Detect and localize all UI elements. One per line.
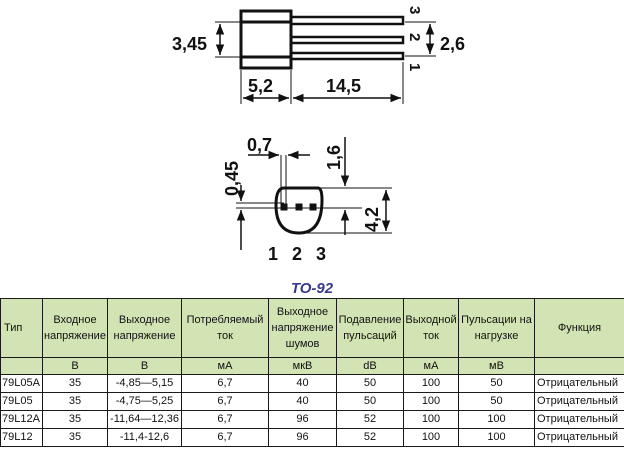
cell-ripple-rejection: 50 — [336, 374, 404, 393]
cell-quiescent-current: 6,7 — [181, 374, 269, 393]
cell-ripple-rejection: 52 — [336, 428, 404, 447]
header-output-current: Выходной ток — [403, 298, 459, 358]
units-row: В В мА мкВ dB мА мВ — [0, 357, 624, 375]
header-output-voltage: Выходное напряжение — [107, 298, 182, 358]
cell-type: 79L05A — [0, 374, 43, 393]
cell-output-noise: 40 — [268, 374, 337, 393]
table-row: 79L12 35 -11,4-12,6 6,7 96 52 100 100 От… — [0, 428, 624, 447]
bottom-pin-2: 2 — [292, 244, 302, 264]
header-function: Функция — [534, 298, 624, 358]
cell-load-ripple: 100 — [458, 410, 535, 429]
cell-output-current: 100 — [403, 428, 459, 447]
cell-load-ripple: 50 — [458, 392, 535, 411]
package-drawing: 3,45 2,6 5,2 14,5 3 2 1 — [172, 6, 465, 264]
cell-output-current: 100 — [403, 374, 459, 393]
cell-quiescent-current: 6,7 — [181, 392, 269, 411]
bottom-pin-3: 3 — [316, 244, 326, 264]
cell-output-voltage: -11,4-12,6 — [107, 428, 182, 447]
cell-function: Отрицательный — [534, 374, 624, 393]
side-pin-2: 2 — [406, 33, 423, 41]
dim-body-length: 5,2 — [248, 76, 273, 96]
header-ripple-rejection: Подавление пульсаций — [336, 298, 404, 358]
side-pin-3: 3 — [406, 6, 423, 14]
unit-quiescent-current: мА — [181, 357, 269, 375]
cell-output-noise: 96 — [268, 428, 337, 447]
bottom-view-pin-numbers: 1 2 3 — [268, 244, 326, 264]
cell-output-voltage: -11,64—12,36 — [107, 410, 182, 429]
cell-output-noise: 40 — [268, 392, 337, 411]
bottom-view — [236, 137, 392, 250]
cell-type: 79L12 — [0, 428, 43, 447]
cell-function: Отрицательный — [534, 410, 624, 429]
table-row: 79L05A 35 -4,85—5,15 6,7 40 50 100 50 От… — [0, 374, 624, 393]
cell-function: Отрицательный — [534, 392, 624, 411]
unit-load-ripple: мВ — [458, 357, 535, 375]
cell-ripple-rejection: 50 — [336, 392, 404, 411]
cell-output-voltage: -4,75—5,25 — [107, 392, 182, 411]
header-output-noise: Выходное напряжение шумов — [268, 298, 337, 358]
side-view-pin-numbers: 3 2 1 — [406, 6, 423, 71]
cell-type: 79L12A — [0, 410, 43, 429]
cell-input-voltage: 35 — [42, 392, 108, 411]
header-input-voltage: Входное напряжение — [42, 298, 108, 358]
cell-ripple-rejection: 52 — [336, 410, 404, 429]
unit-output-voltage: В — [107, 357, 182, 375]
unit-input-voltage: В — [42, 357, 108, 375]
side-pin-1: 1 — [406, 63, 423, 71]
dim-pin-offset: 0,45 — [222, 161, 242, 196]
cell-quiescent-current: 6,7 — [181, 428, 269, 447]
header-quiescent-current: Потребляемый ток — [181, 298, 269, 358]
dim-flat: 1,6 — [324, 145, 344, 170]
bottom-pin-1: 1 — [268, 244, 278, 264]
cell-input-voltage: 35 — [42, 428, 108, 447]
cell-output-current: 100 — [403, 392, 459, 411]
unit-type — [0, 357, 43, 375]
cell-load-ripple: 50 — [458, 374, 535, 393]
header-type: Тип — [0, 298, 43, 358]
table-row: 79L05 35 -4,75—5,25 6,7 40 50 100 50 Отр… — [0, 392, 624, 411]
cell-output-current: 100 — [403, 410, 459, 429]
dim-pin-pitch: 2,6 — [440, 34, 465, 54]
cell-type: 79L05 — [0, 392, 43, 411]
regulator-spec-table: Тип Входное напряжение Выходное напряжен… — [0, 298, 624, 447]
dim-diameter: 4,2 — [362, 207, 382, 232]
dim-height: 3,45 — [172, 34, 207, 54]
header-row: Тип Входное напряжение Выходное напряжен… — [0, 298, 624, 358]
unit-output-noise: мкВ — [268, 357, 337, 375]
cell-quiescent-current: 6,7 — [181, 410, 269, 429]
unit-output-current: мА — [403, 357, 459, 375]
dim-lead-length: 14,5 — [326, 76, 361, 96]
cell-load-ripple: 100 — [458, 428, 535, 447]
cell-function: Отрицательный — [534, 428, 624, 447]
cell-input-voltage: 35 — [42, 374, 108, 393]
unit-ripple-rejection: dB — [336, 357, 404, 375]
cell-output-voltage: -4,85—5,15 — [107, 374, 182, 393]
side-view — [215, 9, 436, 104]
package-title: TO-92 — [290, 280, 334, 297]
table-row: 79L12A 35 -11,64—12,36 6,7 96 52 100 100… — [0, 410, 624, 429]
cell-input-voltage: 35 — [42, 410, 108, 429]
dim-pin-width: 0,7 — [247, 135, 272, 155]
unit-function — [534, 357, 624, 375]
header-load-ripple: Пульсации на нагрузке — [458, 298, 535, 358]
to92-dimension-drawing: 3,45 2,6 5,2 14,5 3 2 1 — [172, 6, 465, 264]
cell-output-noise: 96 — [268, 410, 337, 429]
